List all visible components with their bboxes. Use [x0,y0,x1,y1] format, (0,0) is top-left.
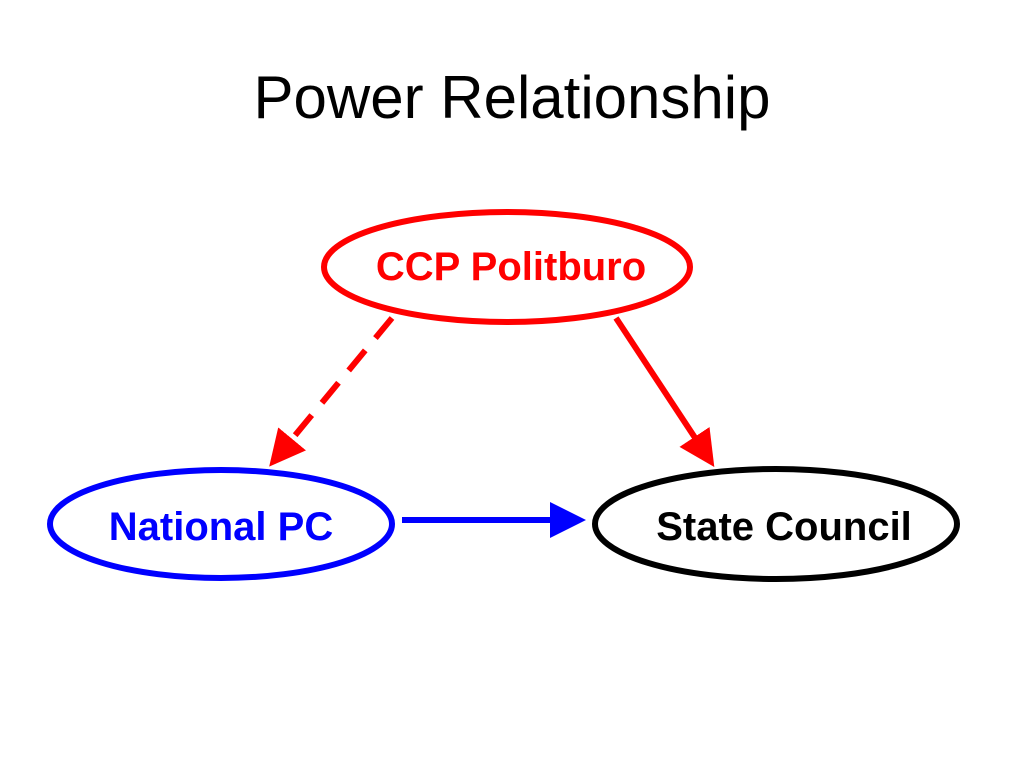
node-national-pc-ellipse [47,467,395,581]
node-state-council-label: State Council [656,505,912,549]
edge-politburo-to-national-pc [269,316,395,467]
edge-politburo-to-state-council [613,316,715,468]
node-national-pc-label: National PC [109,505,333,549]
node-national-pc: National PC [47,467,395,581]
node-state-council: State Council [592,466,960,582]
node-ccp-politburo: CCP Politburo [321,209,693,325]
node-ccp-politburo-ellipse [321,209,693,325]
node-state-council-ellipse [592,466,960,582]
slide-title: Power Relationship [253,64,771,131]
node-ccp-politburo-label: CCP Politburo [376,245,646,289]
